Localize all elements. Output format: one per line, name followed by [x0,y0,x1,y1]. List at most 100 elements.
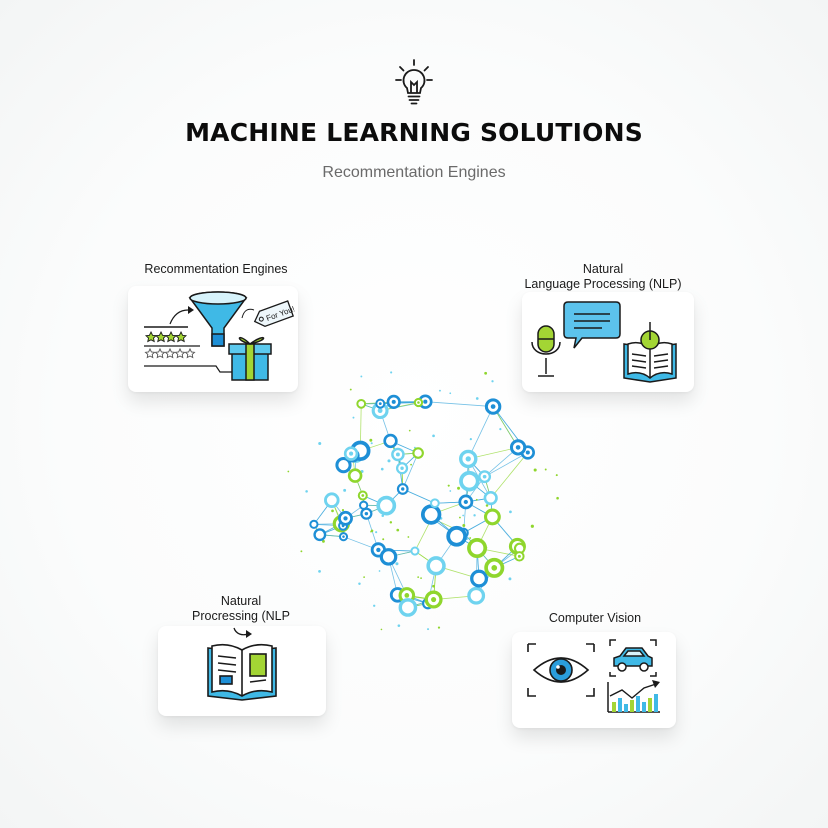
network-node-core [400,466,404,470]
network-node [313,528,327,542]
microphone-icon [531,325,561,377]
network-node [356,398,367,409]
network-node-core [491,565,498,571]
open-book-icon [623,322,677,383]
network-node [483,508,501,526]
network-node [467,586,486,605]
network-dot [509,510,512,514]
network-dot [349,388,352,391]
network-node [324,492,340,508]
network-dot [389,521,393,524]
network-dot [556,496,559,500]
network-dot [475,397,479,400]
network-node-core [349,451,354,456]
network-dot [469,537,472,539]
network-node [430,498,440,509]
eye-icon [527,643,595,697]
network-dot [491,380,494,383]
network-dot [287,470,290,473]
network-node [347,468,363,483]
network-node [426,556,446,576]
network-node [379,548,398,566]
network-node [420,504,442,525]
network-node-core [423,399,428,404]
network-dot [380,628,383,631]
network-dot [378,570,381,572]
network-dot [318,442,322,446]
network-dot [300,550,303,553]
network-dot [533,468,537,472]
card-label-nlp-line1: Natural [582,262,624,276]
network-dot [373,604,376,607]
network-node-core [378,402,382,406]
network-dot [382,538,385,541]
network-dot [427,628,430,631]
card-vision[interactable] [512,632,676,728]
network-dot [381,514,385,518]
network-dot [358,582,361,585]
network-dot [390,371,393,374]
open-book-icon [207,643,277,701]
network-dot [449,490,452,492]
network-node-core [342,535,345,538]
network-dot [360,375,363,378]
star-rating-icon [144,306,232,373]
lightbulb-icon [395,59,433,105]
network-dot [369,438,373,442]
network-link [402,452,419,490]
network-node [459,470,480,492]
card-label-nlp-line2: Language Processing (NLP) [524,277,682,291]
network-dot [420,577,422,579]
network-node-core [401,487,405,491]
neural-network-icon [287,371,559,631]
network-node [309,519,319,529]
network-node [470,569,489,588]
network-node-core [525,450,530,455]
network-dot [458,516,461,519]
network-dot [387,459,391,463]
network-dot [370,529,374,533]
network-dot [555,474,558,477]
network-dot [544,468,547,471]
gift-box-icon [228,336,272,381]
speech-bubble-icon [563,301,621,349]
network-dot [318,569,321,573]
network-node-core [376,547,381,553]
network-dot [396,528,400,532]
network-link [425,401,494,407]
network-dot [462,514,465,517]
network-node [446,525,467,547]
network-dot [437,626,441,629]
network-dot [407,536,410,538]
network-dot [438,389,441,392]
network-node-core [404,593,410,598]
card-label-nlp: Natural Language Processing (NLP) [510,262,696,292]
network-node [335,456,352,474]
network-dot [469,437,472,441]
card-nlp[interactable] [522,292,694,392]
network-node [410,546,420,556]
network-dot [341,508,345,512]
network-dot [432,584,435,588]
network-node-core [515,445,521,450]
card-label-vision: Computer Vision [548,611,642,625]
network-dot [508,577,512,581]
network-dot [475,498,478,501]
network-node-core [417,401,420,404]
tag-icon: For You! [241,300,296,328]
network-dot [395,562,399,566]
network-link [484,452,529,478]
network-dot [499,428,502,431]
network-node-core [482,474,487,479]
card-nlp-secondary[interactable] [158,626,326,716]
network-dot [352,416,355,419]
page-subtitle: Recommentation Engines [322,164,506,181]
card-label-nlp-secondary: Natural Procressing (NLP [168,594,314,624]
network-dot [410,463,412,466]
card-recommendation[interactable]: For You! [128,286,298,392]
filter-funnel-icon [188,291,248,347]
network-node-core [490,404,496,409]
network-node-core [395,452,400,457]
network-link [467,406,494,460]
network-node [467,538,488,559]
